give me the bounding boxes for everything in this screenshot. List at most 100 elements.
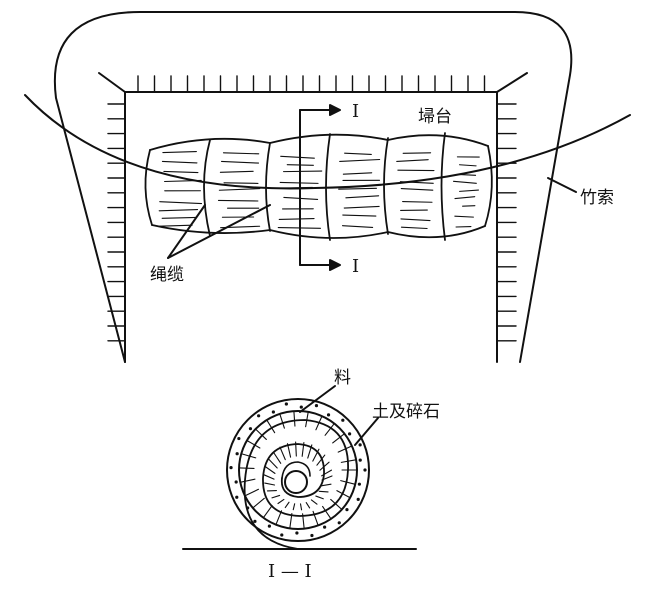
- fascine-bundle: [145, 133, 491, 240]
- soil-dot: [280, 533, 283, 536]
- soil-dot: [236, 452, 239, 455]
- platform-inner-rect: [125, 92, 497, 362]
- hatch-stroke: [159, 210, 197, 211]
- radial-stroke: [272, 495, 280, 497]
- radial-stroke: [321, 484, 331, 486]
- soil-dot: [268, 525, 271, 528]
- soil-dot: [257, 414, 260, 417]
- coil-soil-ring-inner: [239, 411, 357, 529]
- soil-dot: [235, 480, 238, 483]
- hatch-stroke: [403, 153, 430, 154]
- hatch-stroke: [160, 225, 192, 226]
- radial-stroke: [322, 470, 332, 476]
- radial-stroke: [296, 442, 297, 456]
- coil-core: [285, 471, 307, 493]
- hatch-stroke: [284, 171, 322, 172]
- right-edge-ticks: [497, 104, 516, 341]
- hatch-stroke: [343, 226, 373, 228]
- radial-stroke: [274, 452, 281, 463]
- left-corner-connector: [99, 73, 125, 92]
- soil-dot: [272, 410, 275, 413]
- hatch-stroke: [279, 219, 314, 220]
- radial-stroke: [294, 412, 295, 426]
- hatch-stroke: [162, 217, 196, 218]
- radial-stroke: [241, 479, 255, 482]
- section-mark-top: I: [352, 101, 359, 122]
- radial-stroke: [319, 491, 328, 492]
- hatch-stroke: [343, 173, 371, 174]
- radial-stroke: [256, 430, 266, 440]
- hatch-stroke: [401, 219, 430, 221]
- coil-radial-hatching: [240, 412, 356, 528]
- right-corner-connector: [497, 73, 527, 92]
- section-title: I — I: [268, 561, 312, 582]
- radial-stroke: [280, 415, 284, 428]
- soil-dot: [345, 508, 348, 511]
- hatch-stroke: [458, 174, 476, 175]
- hatch-stroke: [454, 181, 477, 183]
- hatch-stroke: [455, 216, 474, 217]
- hatch-stroke: [224, 183, 258, 184]
- hatch-stroke: [281, 156, 315, 158]
- soil-gravel-label: 土及碎石: [372, 402, 440, 422]
- soil-dot: [285, 402, 288, 405]
- soil-dot: [249, 427, 252, 430]
- section-mark-bottom: I: [352, 256, 359, 277]
- soil-dot: [246, 506, 249, 509]
- hatch-stroke: [222, 161, 259, 163]
- soil-dot: [315, 404, 318, 407]
- radial-stroke: [264, 475, 274, 479]
- soil-dot: [359, 459, 362, 462]
- hatch-stroke: [162, 161, 197, 163]
- hatch-stroke: [339, 188, 377, 189]
- soil-dot: [357, 498, 360, 501]
- soil-dot: [310, 534, 313, 537]
- soil-dot: [295, 531, 298, 534]
- hatch-stroke: [160, 202, 202, 204]
- radial-stroke: [265, 467, 275, 474]
- hatch-stroke: [164, 171, 198, 172]
- soil-dot: [327, 413, 330, 416]
- bamboo-rope-label: 竹索: [580, 188, 614, 208]
- hatch-stroke: [397, 160, 428, 162]
- soil-dot: [323, 525, 326, 528]
- radial-stroke: [269, 459, 278, 468]
- radial-stroke: [316, 496, 323, 499]
- soil-dot: [348, 432, 351, 435]
- platform-label: 埽台: [418, 107, 452, 127]
- platform-outer-frame: [55, 12, 571, 362]
- top-edge-ticks: [138, 76, 485, 92]
- soil-dot: [341, 419, 344, 422]
- radial-stroke: [254, 498, 265, 507]
- bamboo-rope-leader: [548, 178, 576, 192]
- radial-stroke: [278, 499, 284, 503]
- radial-stroke: [264, 506, 272, 517]
- material-label: 料: [334, 368, 351, 388]
- hatch-stroke: [346, 196, 379, 198]
- section-arrow-bottom-head: [330, 260, 340, 270]
- radial-stroke: [293, 504, 294, 510]
- hatch-stroke: [403, 202, 432, 203]
- hatch-stroke: [223, 153, 258, 154]
- hatch-stroke: [163, 152, 196, 153]
- soil-dot: [237, 437, 240, 440]
- soil-dot: [229, 466, 232, 469]
- hatch-stroke: [340, 159, 380, 161]
- radial-stroke: [301, 504, 302, 510]
- hatch-stroke: [220, 171, 253, 172]
- hatch-stroke: [460, 190, 479, 191]
- soil-dot: [359, 443, 362, 446]
- soil-dot: [300, 405, 303, 408]
- hatch-stroke: [281, 187, 313, 188]
- radial-stroke: [246, 489, 259, 495]
- hatch-stroke: [219, 189, 259, 191]
- radial-stroke: [306, 503, 309, 508]
- radial-stroke: [285, 502, 289, 507]
- soil-dot: [253, 520, 256, 523]
- soil-dot: [358, 483, 361, 486]
- radial-stroke: [280, 447, 285, 459]
- hatch-stroke: [401, 189, 433, 191]
- soil-dot: [338, 521, 341, 524]
